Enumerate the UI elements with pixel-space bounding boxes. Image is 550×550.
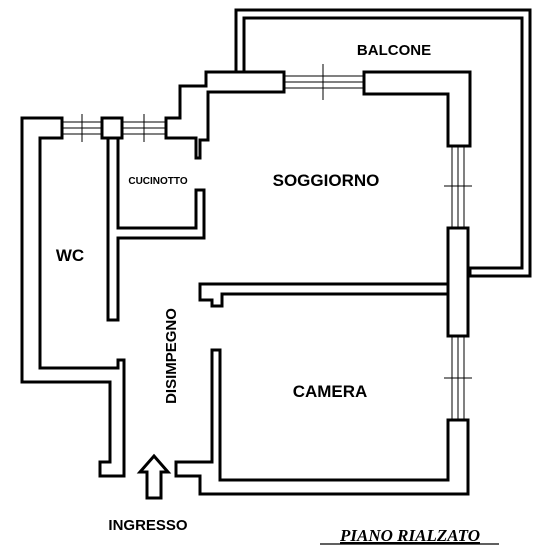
plan-title: PIANO RIALZATO	[339, 526, 480, 545]
room-label-cucinotto: CUCINOTTO	[128, 176, 187, 187]
entrance-label: INGRESSO	[108, 517, 188, 534]
right-pillar	[446, 226, 470, 338]
window-living-right	[444, 146, 472, 228]
window-balcony	[284, 64, 364, 100]
arrow-up-icon	[136, 453, 172, 500]
camera-walls	[174, 348, 470, 496]
living-top-walls	[164, 70, 472, 160]
window-camera-right	[444, 336, 472, 420]
living-camera-wall	[198, 282, 450, 308]
room-label-disimpegno: DISIMPEGNO	[163, 308, 180, 404]
room-label-balcone: BALCONE	[357, 42, 431, 59]
wc-walls	[20, 116, 126, 478]
window-wc-kitchen	[62, 114, 166, 142]
kitchen-walls	[100, 116, 206, 322]
room-label-wc: WC	[56, 246, 84, 265]
room-label-soggiorno: SOGGIORNO	[273, 171, 380, 190]
room-label-camera: CAMERA	[293, 382, 368, 401]
